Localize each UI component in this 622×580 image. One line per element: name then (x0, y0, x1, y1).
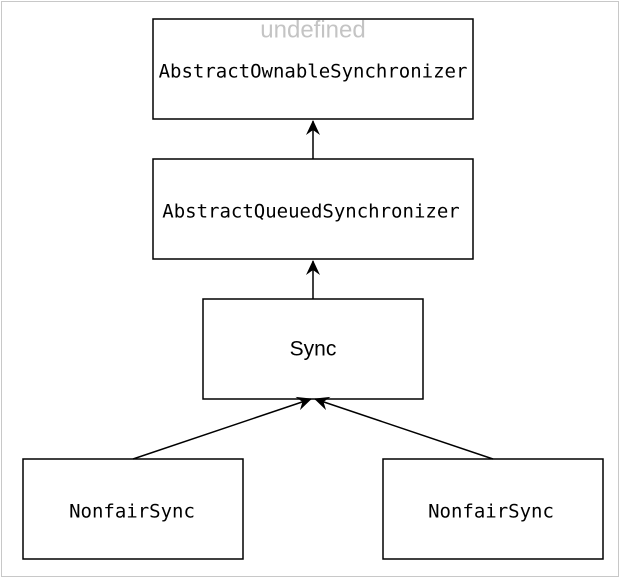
node-sync[interactable]: Sync (202, 298, 424, 400)
node-label-sync: Sync (290, 338, 337, 361)
edge-right-to-sync (314, 396, 494, 460)
node-label-aqs: AbstractQueuedSynchronizer (162, 201, 459, 223)
node-nonfair-sync-left[interactable]: NonfairSync (22, 458, 244, 560)
node-label-right: NonfairSync (428, 501, 554, 523)
node-label-left: NonfairSync (69, 501, 195, 523)
node-nonfair-sync-right[interactable]: NonfairSync (382, 458, 604, 560)
edge-left-to-sync (132, 396, 312, 460)
node-label-aos: AbstractOwnableSynchronizer (159, 61, 468, 83)
ghost-label: undefined (260, 16, 365, 43)
node-abstract-ownable-synchronizer[interactable]: undefined AbstractOwnableSynchronizer (152, 16, 474, 120)
node-abstract-queued-synchronizer[interactable]: AbstractQueuedSynchronizer (152, 158, 474, 260)
